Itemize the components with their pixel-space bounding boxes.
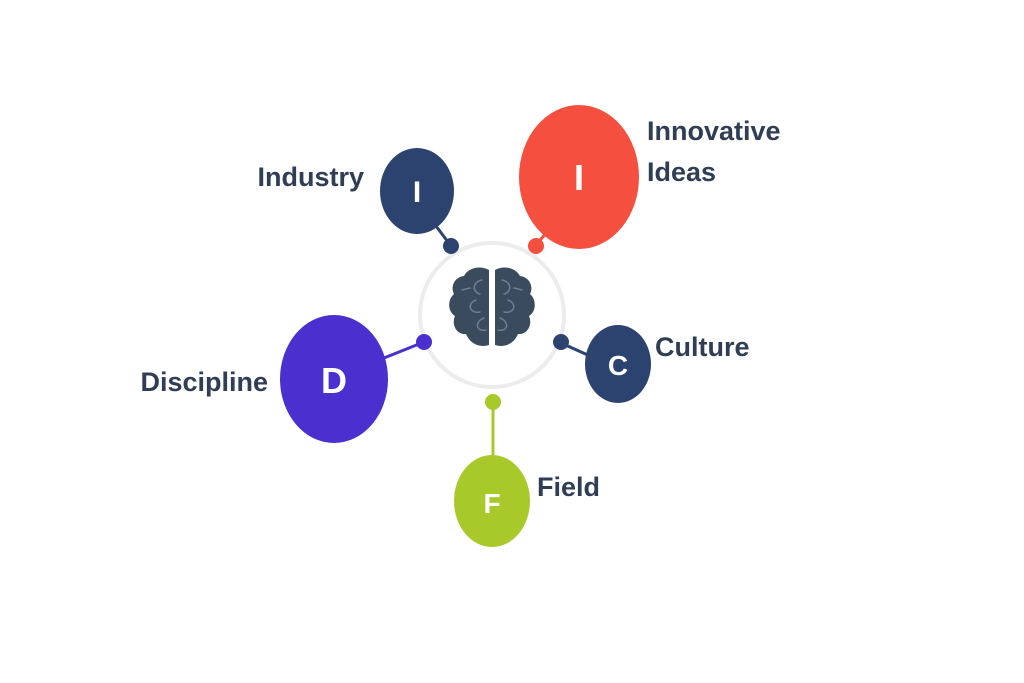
label-field: Field	[537, 472, 600, 502]
node-industry: I	[380, 148, 454, 234]
connectors	[383, 225, 591, 455]
node-letter-culture: C	[608, 350, 628, 381]
connector-dot-culture	[553, 334, 569, 350]
node-circle-discipline	[280, 315, 388, 443]
node-letter-innovative-ideas: I	[574, 157, 584, 198]
node-field: F	[454, 455, 530, 547]
node-circle-innovative-ideas	[519, 105, 639, 249]
node-letter-industry: I	[413, 176, 421, 209]
node-innovative-ideas: I	[519, 105, 639, 249]
node-circle-field	[454, 455, 530, 547]
connector-dot-industry	[443, 238, 459, 254]
connector-dot-innovative-ideas	[528, 238, 544, 254]
label-discipline: Discipline	[140, 367, 268, 397]
brain-icon	[449, 267, 535, 346]
node-discipline: D	[280, 315, 388, 443]
label-culture: Culture	[655, 332, 750, 362]
connector-dot-discipline	[416, 334, 432, 350]
node-circle-culture	[585, 325, 651, 403]
center-ring	[418, 241, 566, 389]
node-letter-discipline: D	[321, 360, 347, 401]
connector-dot-field	[485, 394, 501, 410]
label-innovative-ideas-line-1: Innovative	[647, 116, 781, 146]
label-innovative-ideas-line-2: Ideas	[647, 157, 716, 187]
node-circle-industry	[380, 148, 454, 234]
node-letter-field: F	[483, 488, 500, 519]
label-industry: Industry	[257, 162, 364, 192]
node-culture: C	[585, 325, 651, 403]
